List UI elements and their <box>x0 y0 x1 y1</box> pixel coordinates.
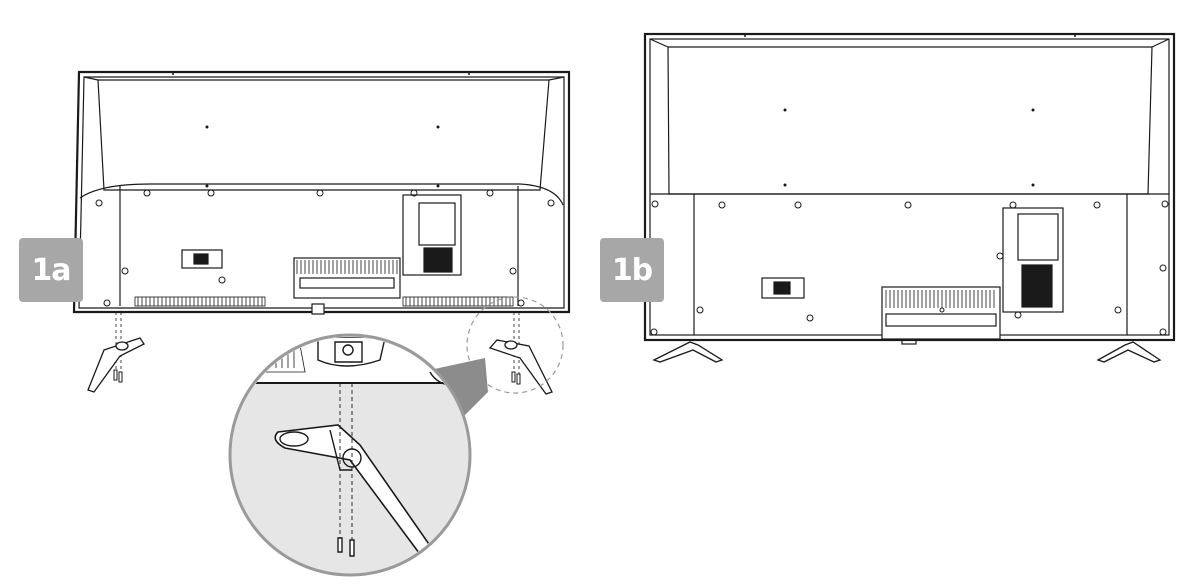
step-badge-1b: 1b <box>600 238 664 302</box>
vent-slots-left-1a <box>134 296 514 307</box>
step-badge-1a: 1a <box>19 238 83 302</box>
callout-pointer <box>430 358 488 420</box>
tv-1a <box>72 70 571 382</box>
tv-stand-leg-icon <box>87 337 553 395</box>
screw-icon <box>113 369 521 385</box>
tv-stand-leg-icon <box>652 341 1162 363</box>
magnifier-detail-icon <box>228 333 472 577</box>
callout-circle <box>466 296 564 394</box>
tv-1b <box>643 32 1176 345</box>
